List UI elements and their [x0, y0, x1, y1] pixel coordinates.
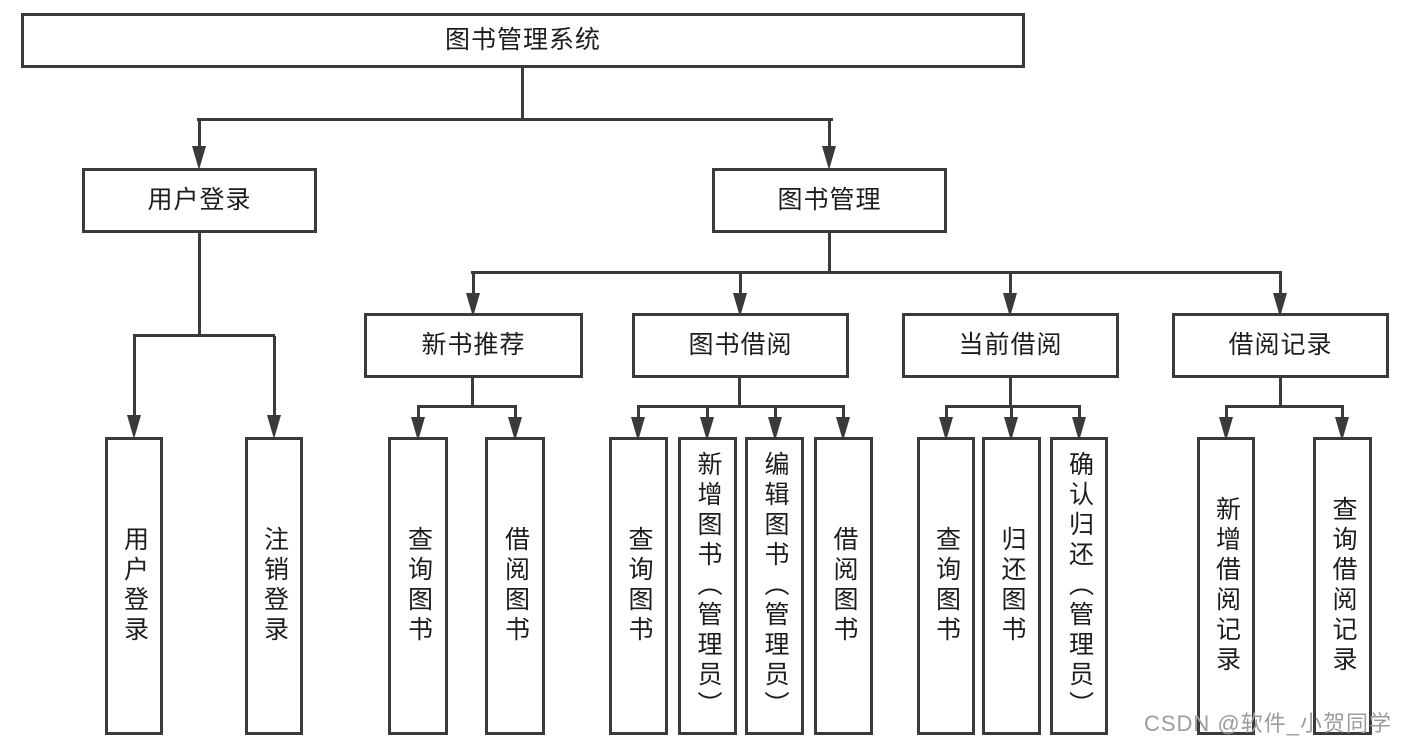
node-library-management-system: 图书管理系统	[21, 13, 1025, 68]
connector-recommend-rail	[417, 405, 517, 408]
arrow-to-book-borrowing	[733, 273, 747, 317]
leaf-return-books: 归还图书	[982, 437, 1041, 735]
leaf-recommend-borrow-books: 借阅图书	[485, 437, 545, 735]
leaf-current-query-books: 查询图书	[917, 437, 975, 735]
arrow-to-user-login	[192, 120, 206, 170]
arrow-to-query-borrow-record	[1335, 407, 1349, 441]
arrow-to-add-books	[700, 407, 714, 441]
connector-current-rail	[945, 405, 1081, 408]
leaf-confirm-return-admin: 确认归还（管理员）	[1050, 437, 1108, 735]
arrow-to-confirm-return	[1072, 407, 1086, 441]
connector-borrowing-stub	[738, 378, 741, 408]
leaf-borrowing-query-books: 查询图书	[609, 437, 668, 735]
node-new-book-recommend: 新书推荐	[364, 313, 583, 378]
arrow-to-add-borrow-record	[1219, 407, 1233, 441]
connector-user-login-stub	[198, 232, 201, 336]
connector-records-rail	[1225, 405, 1344, 408]
node-borrowing-records: 借阅记录	[1172, 313, 1389, 378]
arrow-to-edit-books	[768, 407, 782, 441]
arrow-to-borrow-books	[836, 407, 850, 441]
arrow-to-return-books	[1004, 407, 1018, 441]
arrow-to-borrowing-query-books	[631, 407, 645, 441]
connector-level3-rail	[471, 271, 1282, 274]
node-user-login: 用户登录	[82, 168, 317, 233]
leaf-logout: 注销登录	[245, 437, 303, 735]
connector-current-stub	[1009, 378, 1012, 408]
connector-user-login-rail	[133, 334, 275, 337]
connector-level2-rail	[197, 118, 833, 121]
leaf-edit-books-admin: 编辑图书（管理员）	[745, 437, 804, 735]
node-book-management: 图书管理	[712, 168, 947, 233]
arrow-to-book-management	[822, 120, 836, 170]
leaf-recommend-query-books: 查询图书	[388, 437, 448, 735]
connector-book-management-stub	[828, 232, 831, 273]
arrow-to-recommend-borrow-books	[508, 407, 522, 441]
arrow-to-new-book-recommend	[466, 273, 480, 317]
leaf-borrow-books: 借阅图书	[814, 437, 873, 735]
leaf-add-books-admin: 新增图书（管理员）	[678, 437, 737, 735]
connector-recommend-stub	[471, 378, 474, 408]
arrow-to-leaf-user-login	[127, 336, 141, 439]
connector-records-stub	[1279, 378, 1282, 408]
node-current-borrowing: 当前借阅	[902, 313, 1119, 378]
arrow-to-current-query-books	[939, 407, 953, 441]
leaf-query-borrow-record: 查询借阅记录	[1313, 437, 1372, 735]
node-book-borrowing: 图书借阅	[632, 313, 849, 378]
connector-root-stub	[521, 67, 524, 120]
arrow-to-leaf-logout	[267, 336, 281, 439]
csdn-watermark: CSDN @软件_小贺同学	[1143, 711, 1392, 736]
arrow-to-current-borrowing	[1003, 273, 1017, 317]
connector-borrowing-rail	[637, 405, 845, 408]
leaf-user-login: 用户登录	[105, 437, 163, 735]
arrow-to-recommend-query-books	[411, 407, 425, 441]
arrow-to-borrowing-records	[1273, 273, 1287, 317]
leaf-add-borrow-record: 新增借阅记录	[1197, 437, 1255, 735]
